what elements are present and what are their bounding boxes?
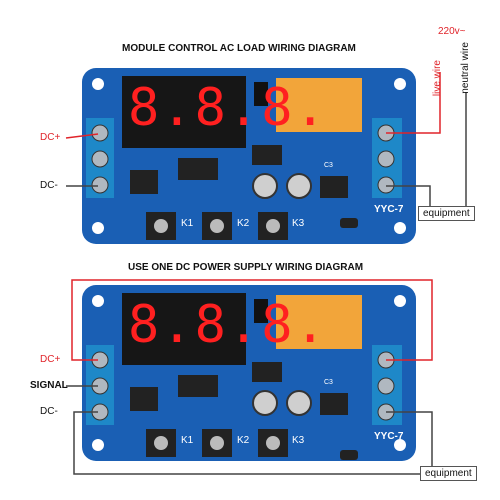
- transistor: [252, 362, 282, 382]
- mount-hole: [394, 78, 406, 90]
- wire-equipment: [386, 185, 431, 212]
- top-key-k2: K2: [237, 218, 250, 229]
- regulator: [130, 170, 158, 194]
- regulator: [320, 393, 348, 415]
- top-key-k3: K3: [292, 218, 305, 229]
- top-voltage-label: 220v~: [438, 26, 466, 37]
- bottom-cap-label: C3: [324, 379, 333, 386]
- regulator: [130, 387, 158, 411]
- mount-hole: [394, 222, 406, 234]
- led-display: [122, 293, 246, 365]
- wire-dc-plus: [65, 133, 99, 139]
- top-diagram-title: MODULE CONTROL AC LOAD WIRING DIAGRAM: [122, 43, 356, 54]
- relay: [276, 295, 362, 349]
- bottom-key-k2: K2: [237, 435, 250, 446]
- capacitor: [252, 173, 278, 199]
- mount-hole: [92, 222, 104, 234]
- jumper: [340, 218, 358, 228]
- wire-live: [386, 72, 441, 134]
- top-neutral-wire-label: neutral wire: [460, 42, 471, 94]
- wire-dc-minus: [73, 411, 420, 475]
- bottom-key-k3: K3: [292, 435, 305, 446]
- bottom-model-label: YYC-7: [374, 431, 404, 442]
- capacitor: [252, 390, 278, 416]
- led-display: [122, 76, 246, 148]
- relay: [276, 78, 362, 132]
- mount-hole: [92, 295, 104, 307]
- mount-hole: [394, 295, 406, 307]
- top-display-digits: 8.8.8.: [128, 78, 328, 138]
- jumper: [340, 450, 358, 460]
- regulator: [320, 176, 348, 198]
- mount-hole: [92, 78, 104, 90]
- ic-chip: [178, 158, 218, 180]
- led-indicator: [254, 82, 268, 106]
- wire-equipment: [386, 411, 433, 474]
- top-live-wire-label: live wire: [432, 60, 443, 97]
- bottom-diagram-title: USE ONE DC POWER SUPPLY WIRING DIAGRAM: [128, 262, 364, 273]
- transistor: [252, 145, 282, 165]
- top-dc-plus-label: DC+: [40, 132, 61, 143]
- top-model-label: YYC-7: [374, 204, 404, 215]
- bottom-key-k1: K1: [181, 435, 194, 446]
- bottom-equipment-box: equipment: [420, 466, 477, 481]
- mount-hole: [394, 439, 406, 451]
- bottom-dc-minus-label: DC-: [40, 406, 58, 417]
- wire-dc-plus-loop: [71, 279, 433, 361]
- top-key-k1: K1: [181, 218, 194, 229]
- bottom-module-board: [66, 279, 433, 475]
- top-module-board: [65, 68, 467, 244]
- mount-hole: [92, 439, 104, 451]
- top-cap-label: C3: [324, 162, 333, 169]
- bottom-display-digits: 8.8.8.: [128, 295, 328, 355]
- top-equipment-box: equipment: [418, 206, 475, 221]
- bottom-signal-label: SIGNAL: [30, 380, 68, 391]
- top-dc-minus-label: DC-: [40, 180, 58, 191]
- capacitor: [286, 390, 312, 416]
- bottom-dc-plus-label: DC+: [40, 354, 61, 365]
- led-indicator: [254, 299, 268, 323]
- capacitor: [286, 173, 312, 199]
- ic-chip: [178, 375, 218, 397]
